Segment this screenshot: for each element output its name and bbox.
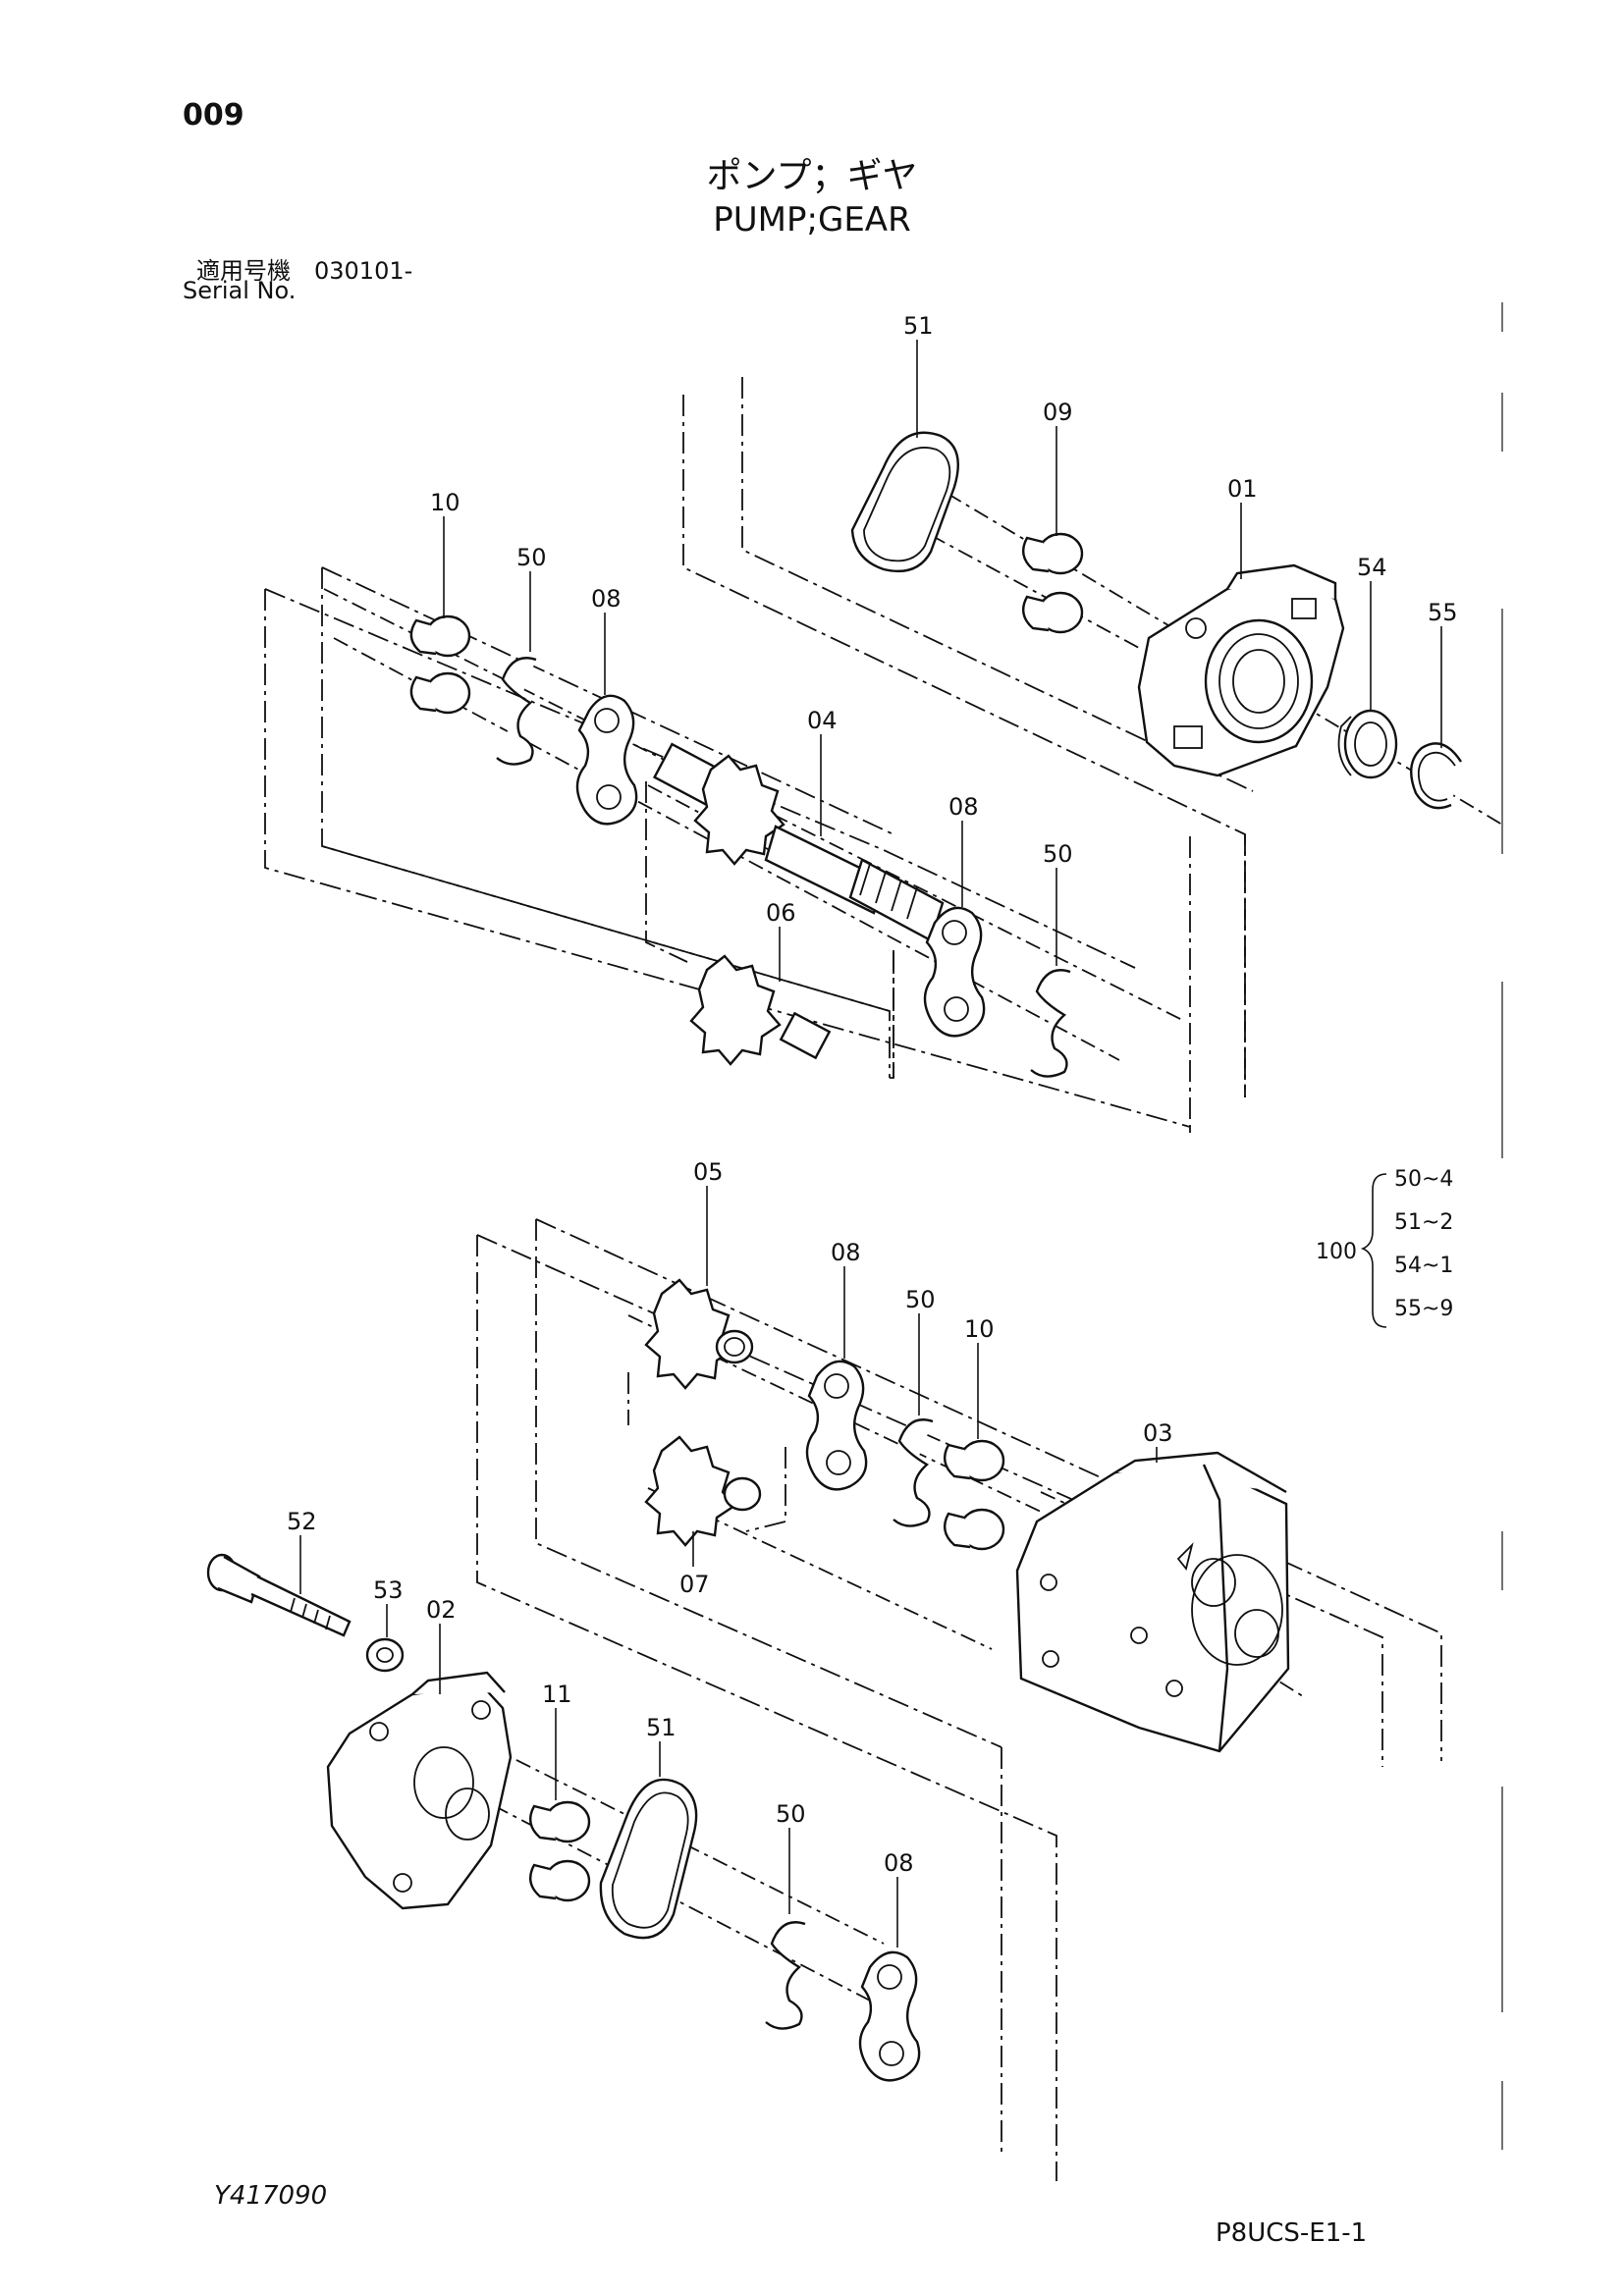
drive-gear-04 [652, 742, 945, 942]
callout-07: 07 [679, 1571, 710, 1598]
callout-53: 53 [373, 1576, 404, 1604]
front-cover-01 [1137, 563, 1345, 777]
thrust-plate-08-mid [923, 906, 986, 1038]
oil-seal-54 [1337, 709, 1398, 779]
pump-body-03 [1015, 1451, 1290, 1753]
serial-label-japanese: 適用号機 030101- [196, 257, 413, 285]
backup-ring-50-mid [1030, 969, 1071, 1078]
callout-52: 52 [287, 1508, 317, 1535]
callout-08-mid: 08 [948, 793, 979, 821]
seal-kit-group: 100 50~4 51~2 54~1 55~9 [1316, 1167, 1453, 1328]
callout-50-low: 50 [905, 1286, 936, 1313]
lower-assembly-brackets [476, 1218, 1442, 2181]
thrust-plate-08-top [575, 694, 638, 826]
seal-ring-51-bottom [599, 1778, 698, 1940]
backup-ring-50-low [893, 1418, 934, 1527]
callout-50-top: 50 [516, 544, 547, 571]
callout-labels: 51 09 01 54 55 10 50 08 04 08 50 06 05 0… [287, 312, 1458, 1877]
gear-07 [644, 1435, 762, 1547]
backup-ring-50-bottom [765, 1921, 806, 2030]
bushing-09 [1021, 532, 1084, 634]
leader-lines [299, 340, 1442, 1948]
callout-10-top: 10 [430, 489, 460, 516]
kit-item: 50~4 [1394, 1167, 1453, 1192]
bushing-10-top [409, 614, 471, 715]
bolt-52 [206, 1553, 352, 1637]
callout-51-top: 51 [903, 312, 934, 340]
backup-ring-50-top [496, 657, 537, 766]
callout-50-bottom: 50 [776, 1800, 806, 1828]
callout-11: 11 [542, 1681, 572, 1708]
callout-55: 55 [1428, 599, 1458, 626]
rear-cover-02 [326, 1671, 513, 1910]
bushing-11 [528, 1800, 591, 1902]
kit-brace [1360, 1173, 1387, 1328]
page-title-japanese: ポンプ；ギヤ [706, 156, 918, 196]
callout-01: 01 [1227, 475, 1258, 503]
snap-ring-55 [1410, 742, 1463, 810]
page-title-english: PUMP;GEAR [713, 200, 911, 240]
thrust-plate-08-low [805, 1360, 868, 1491]
callout-50-mid: 50 [1043, 840, 1073, 868]
callout-03: 03 [1143, 1419, 1173, 1447]
driven-gear-06 [689, 954, 832, 1066]
callout-10-low: 10 [964, 1315, 995, 1343]
gear-05 [644, 1278, 754, 1390]
callout-02: 02 [426, 1596, 457, 1624]
callout-08-top: 08 [591, 585, 622, 613]
page-number: 009 [183, 98, 244, 133]
kit-item: 51~2 [1394, 1210, 1453, 1235]
kit-item: 55~9 [1394, 1297, 1453, 1321]
callout-08-bottom: 08 [884, 1849, 914, 1877]
callout-09: 09 [1043, 399, 1073, 426]
thrust-plate-08-bottom [858, 1950, 921, 2082]
seal-ring-51-top [850, 431, 959, 573]
kit-number: 100 [1316, 1240, 1357, 1264]
bushing-10-low [943, 1439, 1005, 1551]
washer-53 [365, 1637, 405, 1673]
drawing-number: Y417090 [214, 2181, 328, 2211]
page-code: P8UCS-E1-1 [1216, 2218, 1368, 2248]
callout-05: 05 [693, 1158, 724, 1186]
callout-54: 54 [1357, 554, 1387, 581]
kit-item: 54~1 [1394, 1254, 1453, 1278]
callout-51-bottom: 51 [646, 1714, 677, 1741]
callout-08-low: 08 [831, 1239, 861, 1266]
callout-06: 06 [766, 899, 796, 927]
serial-label-english: Serial No. [183, 277, 297, 304]
callout-04: 04 [807, 707, 838, 734]
